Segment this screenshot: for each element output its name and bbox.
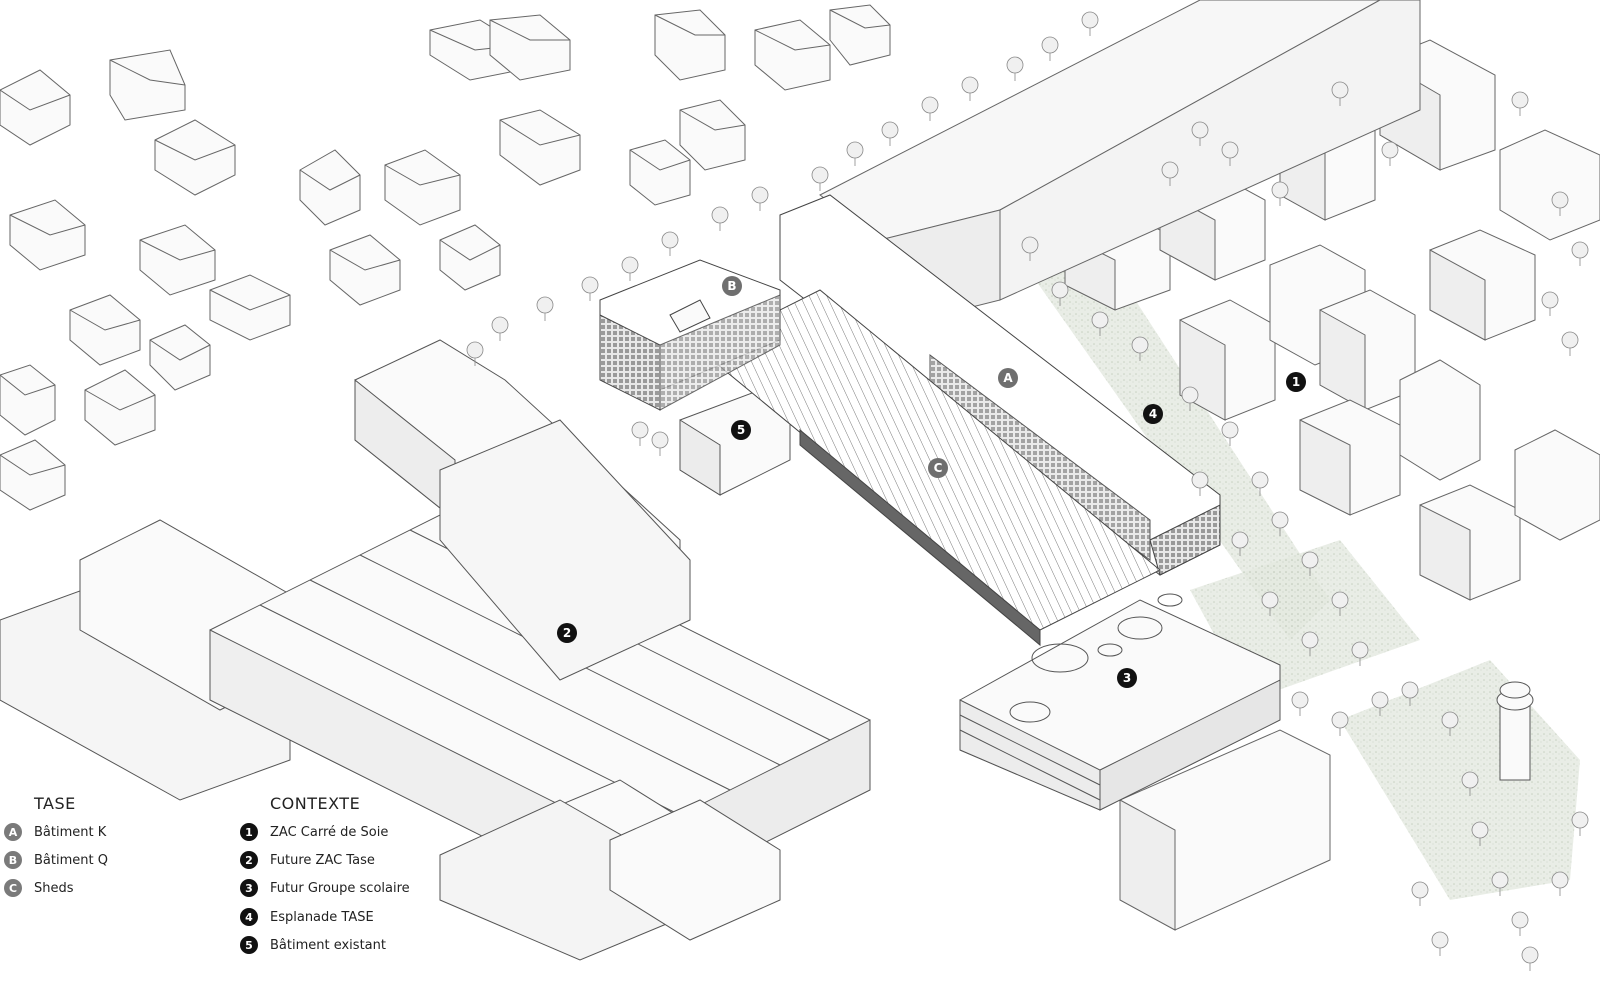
tree-icon — [1131, 336, 1149, 354]
tree-icon — [1551, 191, 1569, 209]
tree-icon — [1521, 946, 1539, 964]
badge-a: A — [4, 823, 22, 841]
legend-label-b: Bâtiment Q — [34, 852, 108, 868]
tree-icon — [631, 421, 649, 439]
tree-icon — [1221, 141, 1239, 159]
tree-icon — [651, 431, 669, 449]
tree-icon — [881, 121, 899, 139]
legend-label-4: Esplanade TASE — [270, 909, 374, 925]
marker-2: 2 — [557, 623, 577, 643]
marker-a: A — [998, 368, 1018, 388]
tree-icon — [1511, 91, 1529, 109]
tree-icon — [1381, 141, 1399, 159]
tree-icon — [1441, 711, 1459, 729]
legend-item-5: 5 Bâtiment existant — [240, 934, 386, 956]
tree-icon — [1251, 471, 1269, 489]
tree-icon — [466, 341, 484, 359]
badge-c: C — [4, 879, 22, 897]
legend-label-a: Bâtiment K — [34, 824, 107, 840]
tree-icon — [1291, 691, 1309, 709]
tree-icon — [1401, 681, 1419, 699]
tree-icon — [1511, 911, 1529, 929]
marker-b: B — [722, 276, 742, 296]
tree-icon — [1161, 161, 1179, 179]
tree-icon — [1461, 771, 1479, 789]
tree-icon — [1551, 871, 1569, 889]
tree-icon — [1331, 81, 1349, 99]
legend-tase-title: TASE — [34, 794, 76, 813]
tree-icon — [1491, 871, 1509, 889]
badge-3: 3 — [240, 879, 258, 897]
tree-icon — [1571, 811, 1589, 829]
tree-icon — [1331, 711, 1349, 729]
tree-icon — [1271, 511, 1289, 529]
tree-icon — [621, 256, 639, 274]
tree-icon — [1021, 236, 1039, 254]
tree-icon — [536, 296, 554, 314]
badge-1: 1 — [240, 823, 258, 841]
tree-icon — [1081, 11, 1099, 29]
badge-5: 5 — [240, 936, 258, 954]
marker-1: 1 — [1286, 372, 1306, 392]
future-zac-tase-halls — [0, 339, 871, 961]
legend-item-4: 4 Esplanade TASE — [240, 906, 374, 928]
legend-item-2: 2 Future ZAC Tase — [240, 849, 375, 871]
tree-icon — [1006, 56, 1024, 74]
legend-item-c: C Sheds — [4, 877, 74, 899]
tree-icon — [1091, 311, 1109, 329]
tree-icon — [1191, 471, 1209, 489]
tree-icon — [1351, 641, 1369, 659]
tree-icon — [1571, 241, 1589, 259]
zac-carre-de-soie-blocks — [1064, 39, 1600, 931]
tree-icon — [1271, 181, 1289, 199]
legend-label-5: Bâtiment existant — [270, 937, 386, 953]
tree-icon — [1051, 281, 1069, 299]
tree-icon — [661, 231, 679, 249]
legend-item-a: A Bâtiment K — [4, 821, 106, 843]
marker-4: 4 — [1143, 404, 1163, 424]
legend-label-3: Futur Groupe scolaire — [270, 880, 410, 896]
tree-icon — [491, 316, 509, 334]
tree-icon — [1231, 531, 1249, 549]
tree-icon — [961, 76, 979, 94]
badge-b: B — [4, 851, 22, 869]
marker-3: 3 — [1117, 668, 1137, 688]
context-houses — [0, 4, 891, 511]
legend-label-c: Sheds — [34, 880, 74, 896]
legend-item-3: 3 Futur Groupe scolaire — [240, 877, 410, 899]
tree-icon — [1331, 591, 1349, 609]
tree-icon — [1041, 36, 1059, 54]
tree-icon — [1371, 691, 1389, 709]
trees — [466, 11, 1589, 971]
tree-icon — [1411, 881, 1429, 899]
tree-icon — [751, 186, 769, 204]
water-tower — [1496, 681, 1534, 781]
badge-2: 2 — [240, 851, 258, 869]
tree-icon — [1301, 551, 1319, 569]
tree-icon — [1261, 591, 1279, 609]
tree-icon — [711, 206, 729, 224]
badge-4: 4 — [240, 908, 258, 926]
tree-icon — [1301, 631, 1319, 649]
legend-item-b: B Bâtiment Q — [4, 849, 108, 871]
marker-c: C — [928, 458, 948, 478]
tree-icon — [1541, 291, 1559, 309]
tree-icon — [1431, 931, 1449, 949]
legend-label-2: Future ZAC Tase — [270, 852, 375, 868]
tree-icon — [1191, 121, 1209, 139]
futur-groupe-scolaire — [959, 593, 1281, 811]
tree-icon — [1181, 386, 1199, 404]
tree-icon — [811, 166, 829, 184]
marker-5: 5 — [731, 420, 751, 440]
legend-contexte-title: CONTEXTE — [270, 794, 361, 813]
tree-icon — [921, 96, 939, 114]
tree-icon — [581, 276, 599, 294]
legend-label-1: ZAC Carré de Soie — [270, 824, 389, 840]
tree-icon — [1561, 331, 1579, 349]
legend-item-1: 1 ZAC Carré de Soie — [240, 821, 388, 843]
tree-icon — [1471, 821, 1489, 839]
tree-icon — [846, 141, 864, 159]
tree-icon — [1221, 421, 1239, 439]
